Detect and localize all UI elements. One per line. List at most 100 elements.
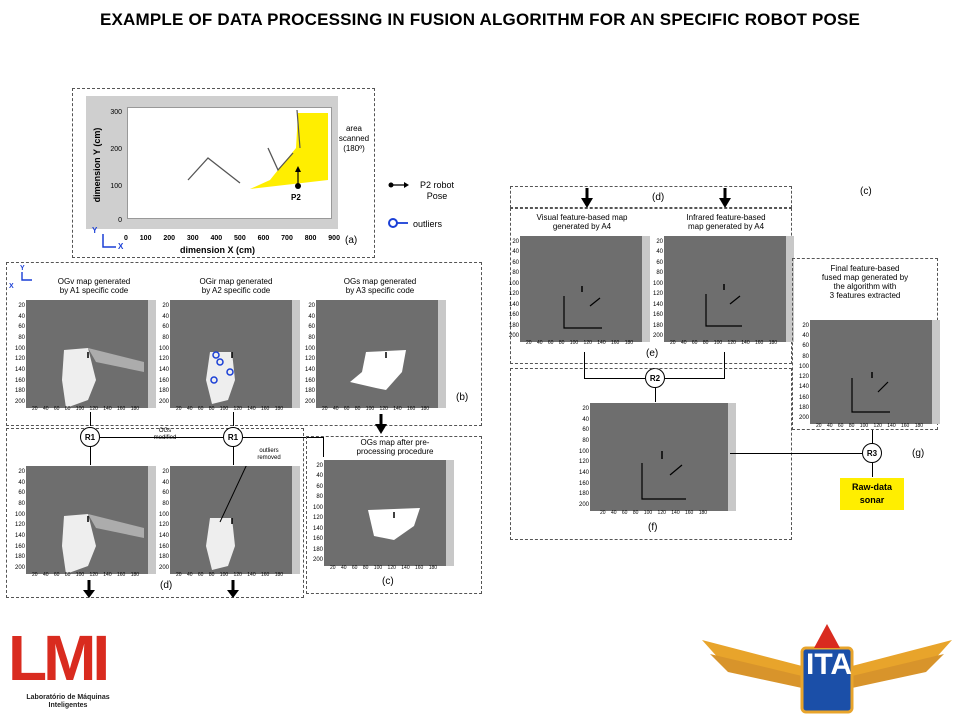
raw-sonar-box: Raw-data sonar [840,478,904,510]
top-xtick: 800 [304,235,317,242]
map-ytick: 160 [14,543,25,550]
map-ytick: 140 [14,367,25,373]
map-ytick: 200 [158,399,169,405]
map-ytick: 200 [14,399,25,405]
map-ytick: 40 [656,249,663,256]
map-ytick: 20 [162,303,169,309]
robot-label: P2 [291,193,301,202]
caption-final: Final feature-based fused map generated … [821,264,909,300]
map-ytick: 180 [312,546,323,553]
map-ytick: 140 [312,525,323,532]
area-scanned-label: area scanned (180º) [338,124,370,153]
map-ytick: 100 [508,280,519,287]
down-arrow-icon [719,188,731,208]
map-xticks: 20 40 60 80 100 120 140 160 180 [322,406,430,412]
map-ytick: 120 [508,291,519,298]
map-ogir [170,300,300,408]
panel-d-label: (d) [160,580,173,591]
map-ytick: 100 [14,345,25,352]
map-ytick: 60 [18,324,25,331]
map-ytick: 20 [656,239,663,245]
r1-node: R1 [223,427,243,447]
panel-c-left-label: (c) [382,576,394,587]
map-final-fused [810,320,940,424]
r3-node: R3 [862,443,882,463]
map-ytick: 120 [798,374,809,381]
panel-d-frame [6,428,304,598]
map-xticks: 20 40 60 80 100 120 140 160 180 [176,572,284,578]
map-ytick: 100 [304,345,315,352]
down-arrow-icon [375,414,387,434]
axis-frame-icon [102,234,116,248]
robot-pose-icon [388,182,409,188]
map-ytick: 80 [18,335,25,341]
axis-x-letter: X [118,242,124,251]
map-ytick: 180 [798,404,809,411]
top-ytick: 100 [110,183,122,190]
map-ytick: 180 [158,388,169,395]
map-ytick: 100 [158,345,169,352]
map-fused-intermediate [590,403,736,511]
panel-d-right-label: (d) [652,192,665,203]
map-ytick: 180 [652,322,663,329]
map-ytick: 100 [158,511,169,518]
map-ytick: 160 [158,377,169,384]
map-ytick: 40 [802,333,809,340]
down-arrow-icon [83,580,95,598]
ita-logo-text: ITA [806,648,853,681]
wall-feature-left [187,157,241,184]
map-ytick: 40 [18,313,25,320]
lmi-logo-subtitle: Laboratório de Máquinas Inteligentes [26,694,110,709]
map-ytick: 20 [18,469,25,475]
map-ytick: 60 [582,427,589,434]
ogs-modified-label: OGs modified [153,428,177,441]
map-ytick: 180 [158,554,169,561]
wall-feature-right [267,147,294,172]
map-ytick: 20 [316,463,323,469]
r2-node: R2 [645,368,665,388]
map-ytick: 140 [304,367,315,373]
axis-y-letter: Y [92,226,98,235]
map-ytick: 20 [582,406,589,412]
top-xticks: 0 100 200 300 400 500 600 700 800 900 [124,235,340,242]
map-ytick: 40 [162,313,169,320]
map-xticks: 20 40 60 80 100 120 140 160 180 [670,340,778,346]
panel-b-frame [6,262,482,426]
map-ytick: 100 [578,448,589,455]
map-ytick: 120 [578,459,589,466]
legend-robot-label: P2 robot Pose [419,180,455,201]
map-ytick: 60 [162,324,169,331]
map-ytick: 140 [798,384,809,391]
map-ytick: 60 [802,343,809,350]
map-ytick: 20 [308,303,315,309]
map-ytick: 180 [304,388,315,395]
map-ytick: 40 [512,249,519,256]
map-ogv [26,300,156,408]
caption-preprocessed: OGs map after pre- processing procedure [356,438,434,456]
map-ytick: 40 [316,473,323,480]
map-ytick: 200 [304,399,315,405]
map-ytick: 80 [162,501,169,507]
map-infrared-features [664,236,794,342]
top-ytick: 200 [110,146,122,153]
down-arrow-icon [581,188,593,208]
map-ytick: 200 [14,565,25,571]
map-ytick: 80 [162,335,169,341]
ogs-modified-arrow [100,437,223,438]
map-ytick: 140 [578,470,589,476]
map-ogs [316,300,446,408]
map-xticks: 20 40 60 80 100 120 140 160 180 [600,510,708,516]
scanned-area [250,113,328,189]
map-xticks: 20 40 60 80 100 120 140 160 180 [176,406,284,412]
map-ytick: 80 [802,353,809,360]
lmi-logo: LMI Laboratório de Máquinas Inteligentes [8,622,118,714]
map-ytick: 180 [508,322,519,329]
map-xticks: 20 40 60 80 100 120 140 160 180 [816,423,924,429]
map-ytick: 200 [578,502,589,508]
lmi-logo-text: LMI [8,622,110,694]
caption-visual: Visual feature-based map generated by A4 [536,213,628,231]
r1-node: R1 [80,427,100,447]
map-ogv-modified [26,466,156,574]
panel-b-label: (b) [456,392,469,403]
map-ytick: 120 [158,522,169,529]
